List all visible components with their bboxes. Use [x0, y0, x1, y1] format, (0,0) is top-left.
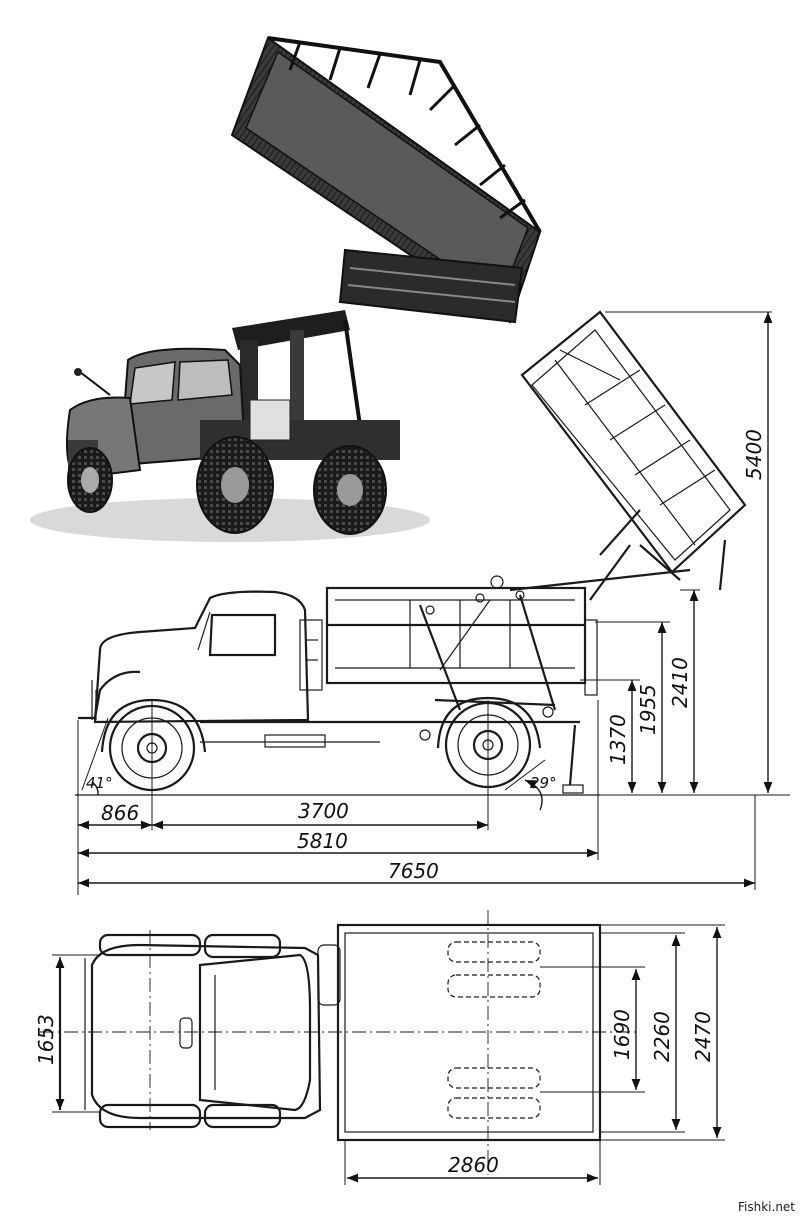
- side-lift-mechanism: [418, 575, 557, 718]
- overall-width-label: 2470: [691, 1011, 715, 1062]
- front-track-label: 1653: [34, 1014, 58, 1065]
- h2410-label: 2410: [668, 657, 692, 708]
- wheelbase-label: 3700: [298, 799, 349, 823]
- top-body: [336, 923, 602, 1142]
- side-cab: [78, 590, 323, 724]
- front-overhang-label: 866: [101, 801, 139, 825]
- departure-angle-arc: [524, 779, 543, 811]
- h1955-label: 1955: [636, 684, 660, 735]
- body-length-label: 2860: [448, 1153, 499, 1177]
- h1370-label: 1370: [606, 714, 630, 765]
- side-dump-body: [325, 586, 598, 696]
- side-wheels: [100, 696, 542, 792]
- rear-track-label: 1690: [610, 1009, 634, 1060]
- length-body-label: 5810: [297, 829, 348, 853]
- approach-angle-label: 41°: [86, 774, 113, 792]
- raised-dump-body: [230, 36, 542, 324]
- top-cab: [58, 933, 341, 1129]
- top-body-inner: [344, 932, 594, 1133]
- approach-angle-arc: [91, 781, 99, 796]
- side-view-drawing: 866 3700 5810 7650 1370 1955 2410 5400 4…: [75, 310, 790, 895]
- top-view-drawing: 1653 1690 2260 2470 2860: [34, 910, 725, 1185]
- photo-wheels: [67, 436, 387, 535]
- top-rear-wheels: [447, 941, 541, 1119]
- h5400-label: 5400: [742, 429, 766, 480]
- departure-angle-line: [504, 759, 546, 791]
- photo-toolbox: [249, 399, 291, 441]
- body-width-label: 2260: [650, 1011, 674, 1062]
- raised-body-outline: [509, 310, 747, 601]
- side-chassis: [200, 720, 584, 794]
- truck-photo: [30, 36, 542, 542]
- length-overall-label: 7650: [388, 859, 439, 883]
- approach-angle-line: [81, 717, 109, 791]
- departure-angle-label: 29°: [530, 774, 557, 792]
- watermark: Fishki.net: [738, 1200, 795, 1214]
